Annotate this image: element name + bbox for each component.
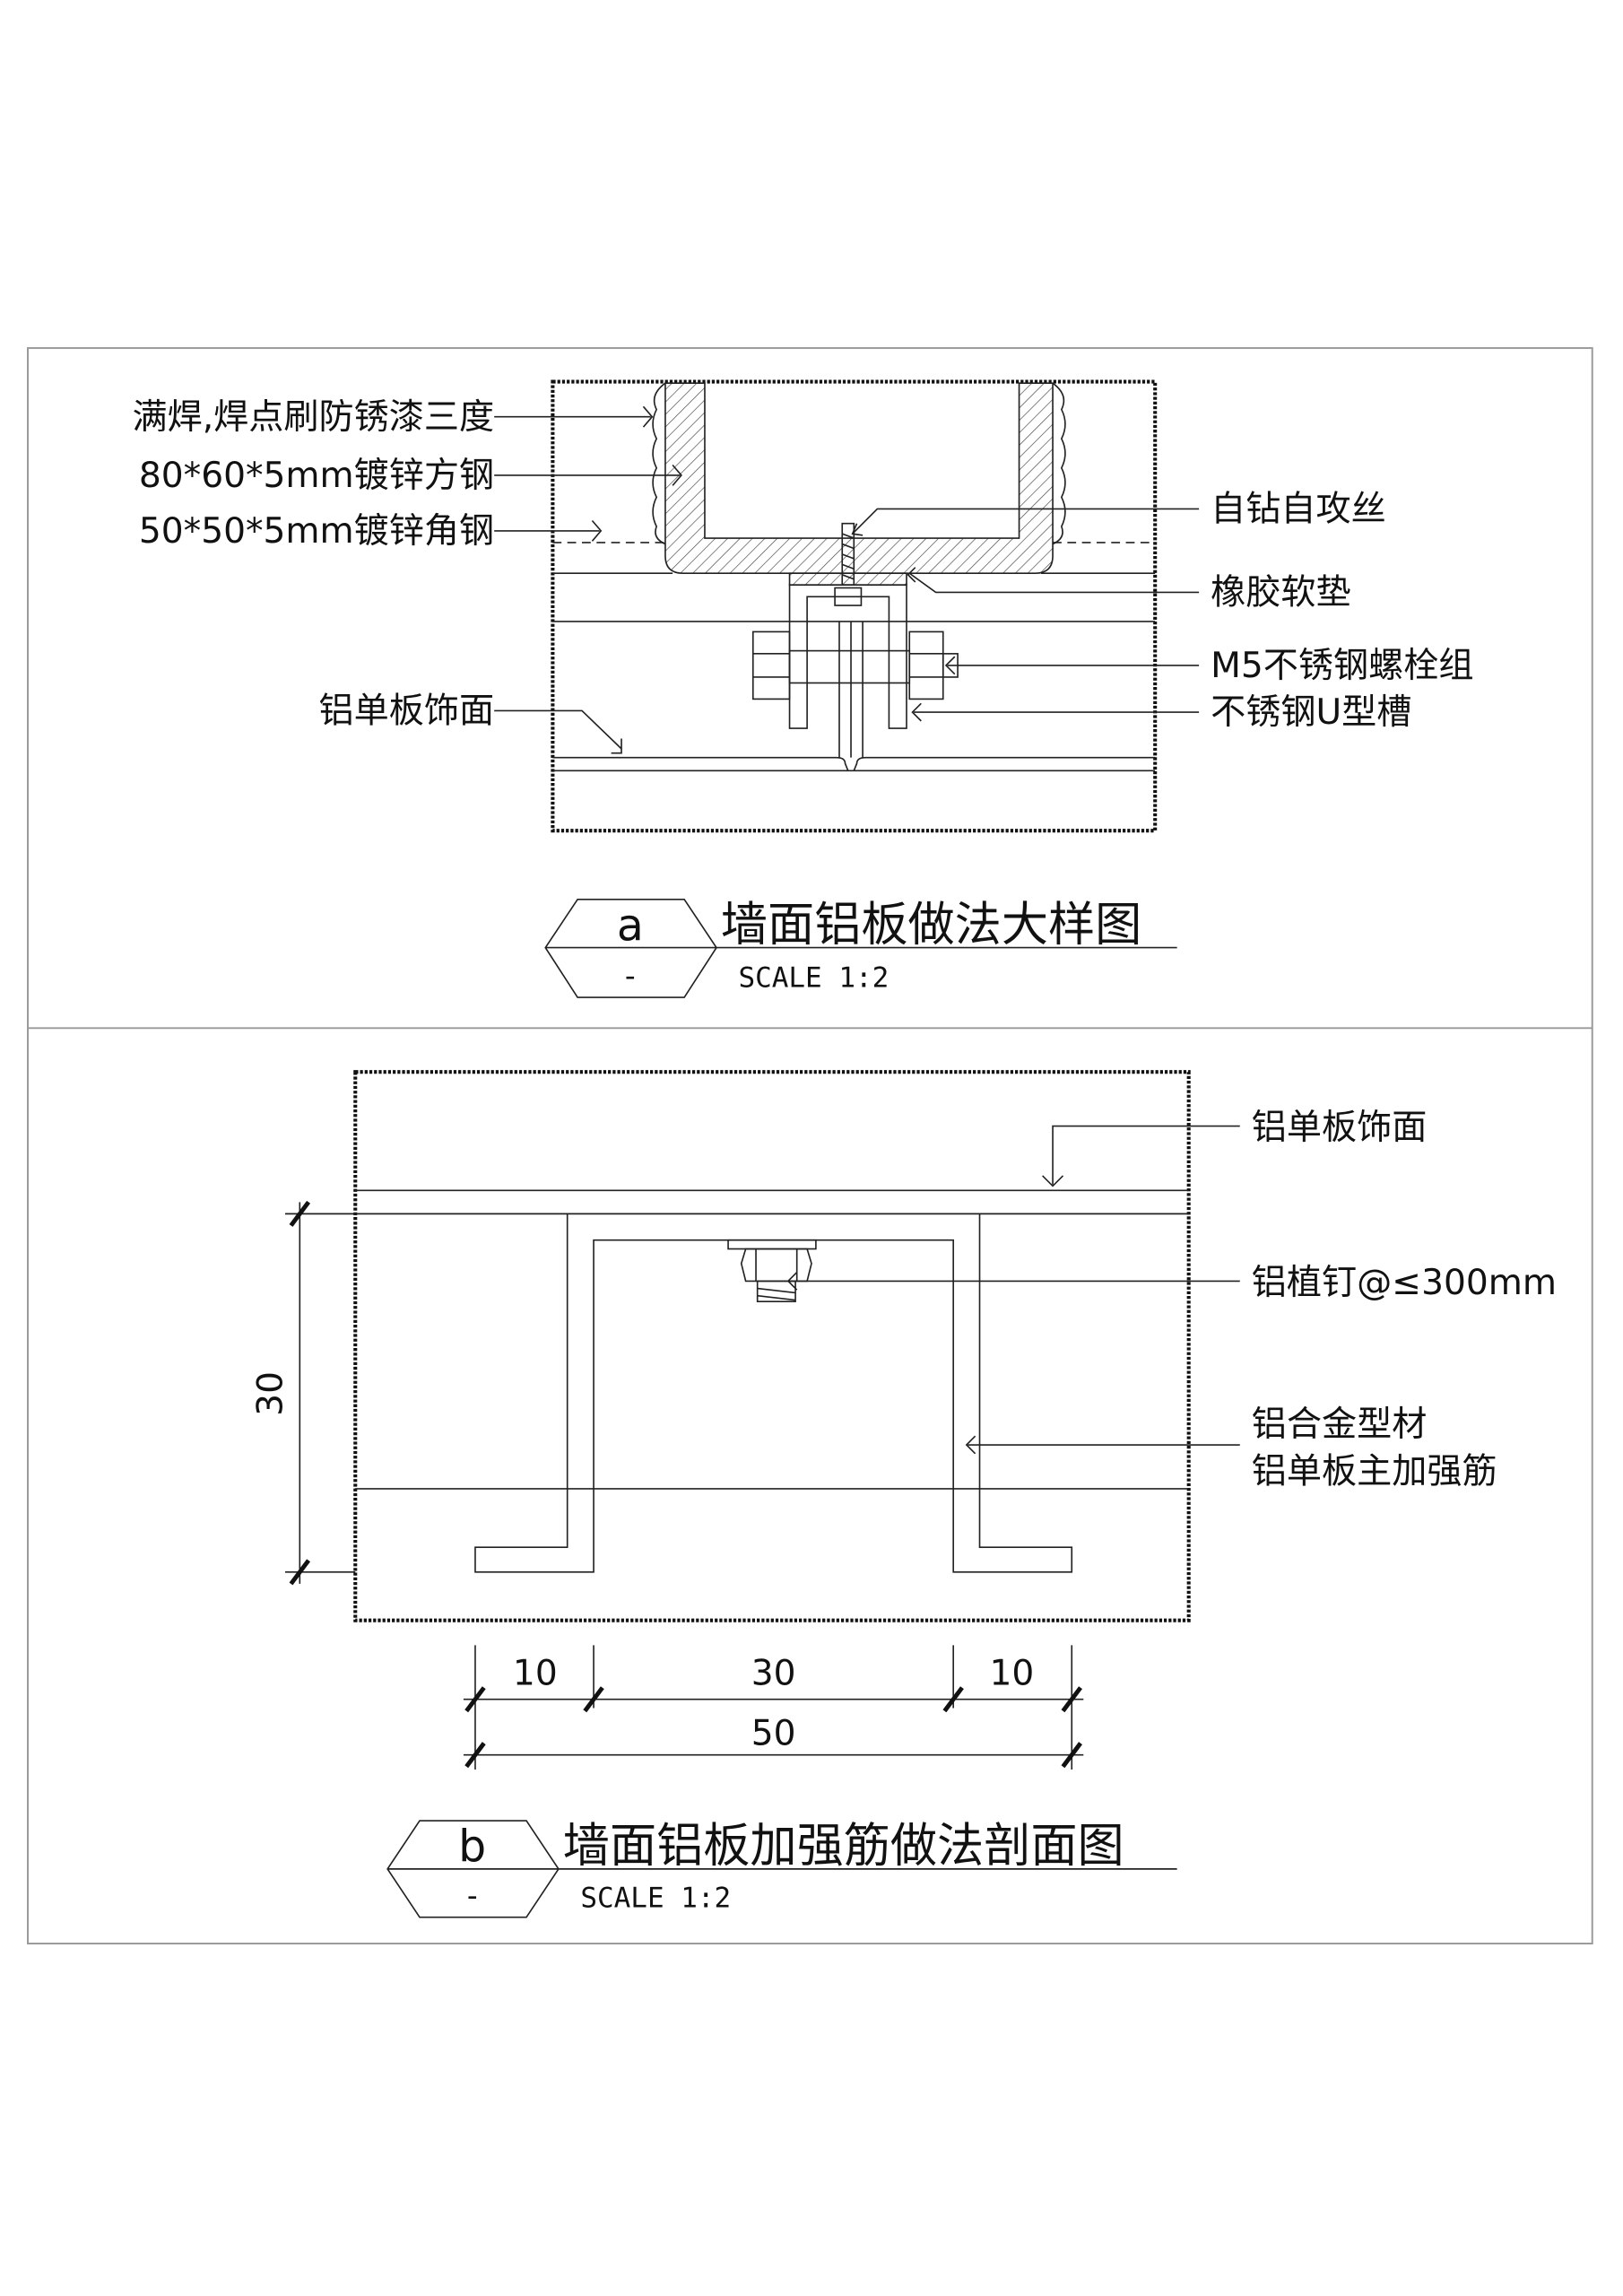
scale-b: SCALE 1:2 bbox=[580, 1882, 731, 1914]
tag-sheet-b: - bbox=[467, 1879, 478, 1913]
label-bolt: M5不锈钢螺栓组 bbox=[1211, 646, 1473, 686]
dim-left-flange: 10 bbox=[513, 1653, 558, 1693]
aluminium-profile bbox=[474, 1213, 1073, 1573]
label-screw: 自钻自攻丝 bbox=[1211, 489, 1386, 529]
label-panel-a: 铝单板饰面 bbox=[319, 691, 495, 732]
bolt-nut bbox=[908, 631, 944, 700]
leader-panel-b bbox=[1042, 1125, 1240, 1187]
tag-sheet-a: - bbox=[625, 959, 636, 993]
leader-bolt bbox=[944, 656, 1200, 675]
detail-b: 铝单板饰面 铝植钉@≤300mm 铝合金型材 铝单板主加强筋 30 10 30 … bbox=[251, 1070, 1557, 1918]
aluminium-panel bbox=[552, 756, 1156, 772]
dim-height: 30 bbox=[251, 1371, 291, 1416]
label-square-tube: 80*60*5mm镀锌方钢 bbox=[139, 456, 494, 496]
leader-screw bbox=[851, 508, 1200, 536]
square-steel-tube bbox=[664, 382, 1054, 574]
self-drilling-screw bbox=[841, 522, 855, 587]
label-profile: 铝合金型材 bbox=[1252, 1405, 1428, 1445]
label-weld: 满焊,焊点刷防锈漆三度 bbox=[132, 397, 494, 438]
leader-profile bbox=[965, 1435, 1240, 1455]
label-stud: 铝植钉@≤300mm bbox=[1252, 1263, 1557, 1303]
dim-horizontal-lines bbox=[463, 1645, 1084, 1770]
rubber-pad bbox=[788, 572, 907, 587]
leader-square-tube bbox=[494, 464, 682, 486]
title-a: 墙面铝板做法大样图 bbox=[721, 898, 1141, 952]
detail-a: 满焊,焊点刷防锈漆三度 80*60*5mm镀锌方钢 50*50*5mm镀锌角钢 … bbox=[132, 379, 1474, 998]
u-channel bbox=[788, 584, 907, 729]
dim-web: 30 bbox=[751, 1653, 796, 1693]
weld-bead-left bbox=[652, 382, 666, 545]
detail-tag-a bbox=[544, 898, 1177, 998]
stud-nut bbox=[740, 1248, 812, 1283]
tag-letter-b: b bbox=[458, 1822, 486, 1873]
detail-a-boundary bbox=[551, 379, 1158, 833]
stud-thread bbox=[756, 1280, 796, 1303]
weld-bead-right bbox=[1052, 382, 1066, 545]
detail-tag-b bbox=[386, 1820, 1177, 1918]
label-stiffener: 铝单板主加强筋 bbox=[1252, 1451, 1497, 1492]
label-angle-steel: 50*50*5mm镀锌角钢 bbox=[139, 511, 494, 552]
screw-head bbox=[834, 587, 863, 606]
leader-rubber-pad bbox=[907, 567, 1200, 594]
bolt-head bbox=[751, 631, 791, 700]
tag-letter-a: a bbox=[617, 900, 644, 951]
dim-total: 50 bbox=[751, 1713, 796, 1753]
scale-a: SCALE 1:2 bbox=[738, 962, 889, 995]
stud-washer bbox=[727, 1239, 817, 1250]
label-panel-b: 铝单板饰面 bbox=[1252, 1108, 1428, 1148]
label-rubber-pad: 橡胶软垫 bbox=[1211, 572, 1351, 613]
leader-u-channel bbox=[911, 702, 1200, 722]
dim-height-line bbox=[284, 1202, 356, 1584]
leader-stud bbox=[786, 1272, 1240, 1291]
leader-angle-steel bbox=[494, 519, 603, 542]
leader-weld bbox=[494, 405, 654, 428]
detail-b-boundary bbox=[353, 1070, 1191, 1622]
dim-right-flange: 10 bbox=[989, 1653, 1034, 1693]
label-u-channel: 不锈钢U型槽 bbox=[1211, 692, 1411, 733]
leader-panel-a bbox=[494, 709, 622, 754]
sheet-frame bbox=[27, 347, 1593, 1945]
panel-fin bbox=[838, 621, 864, 758]
title-b: 墙面铝板加强筋做法剖面图 bbox=[563, 1820, 1124, 1874]
